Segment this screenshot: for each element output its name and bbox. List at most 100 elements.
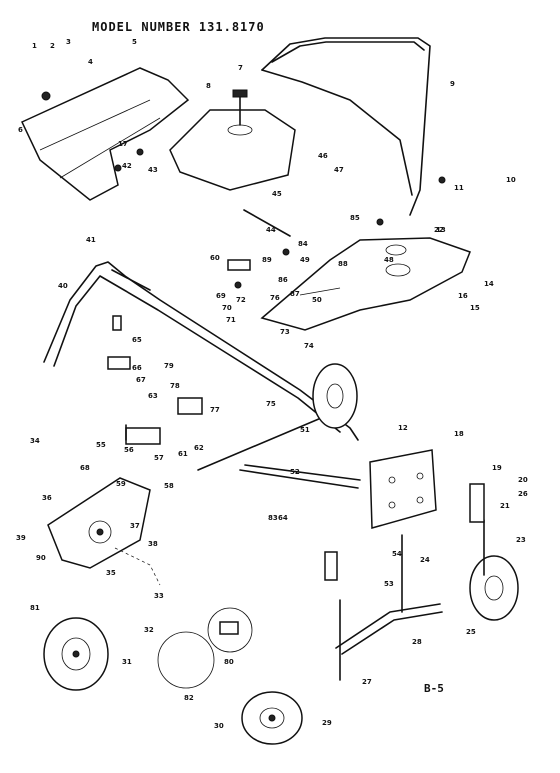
callout-27: 27: [362, 678, 372, 686]
callout-48: 48: [384, 256, 394, 264]
callout-80: 80: [224, 658, 234, 666]
callout-19: 19: [492, 464, 502, 472]
callout-6: 6: [18, 126, 23, 134]
callout-66: 66: [132, 364, 142, 372]
callout-59: 59: [116, 480, 126, 488]
callout-25: 25: [466, 628, 476, 636]
callout-49: 49: [300, 256, 310, 264]
seat-part: [169, 89, 296, 191]
callout-71: 71: [226, 316, 236, 324]
callout-33: 33: [154, 592, 164, 600]
callout-86: 86: [278, 276, 288, 284]
callout-54: 54: [392, 550, 402, 558]
handle-bar-part: [261, 37, 431, 216]
callout-74: 74: [304, 342, 314, 350]
callout-30: 30: [214, 722, 224, 730]
callout-4: 4: [88, 58, 93, 66]
front-wheel-bottom-part: [241, 691, 303, 745]
callout-21: 21: [500, 502, 510, 510]
callout-24: 24: [420, 556, 430, 564]
caster-arm-part: [335, 534, 443, 681]
callout-9: 9: [450, 80, 455, 88]
callout-1: 1: [32, 42, 37, 50]
callout-36: 36: [42, 494, 52, 502]
callout-8: 8: [206, 82, 211, 90]
callout-58: 58: [164, 482, 174, 490]
callout-73: 73: [280, 328, 290, 336]
callout-2: 2: [50, 42, 55, 50]
callout-12: 12: [398, 424, 408, 432]
callout-85: 85: [350, 214, 360, 222]
callout-13: 13: [436, 226, 446, 234]
callout-10: 10: [506, 176, 516, 184]
callout-72: 72: [236, 296, 246, 304]
callout-75: 75: [266, 400, 276, 408]
callout-69: 69: [216, 292, 226, 300]
callout-14: 14: [484, 280, 494, 288]
callout-70: 70: [222, 304, 232, 312]
callout-5: 5: [132, 38, 137, 46]
callout-7: 7: [238, 64, 243, 72]
callout-78: 78: [170, 382, 180, 390]
callout-79: 79: [164, 362, 174, 370]
callout-39: 39: [16, 534, 26, 542]
callout-67: 67: [136, 376, 146, 384]
callout-68: 68: [80, 464, 90, 472]
callout-42: 42: [122, 162, 132, 170]
callout-26: 26: [518, 490, 528, 498]
callout-53: 53: [384, 580, 394, 588]
top-cover-part: [20, 67, 190, 201]
callout-60: 60: [210, 254, 220, 262]
callout-15: 15: [470, 304, 480, 312]
callout-38: 38: [148, 540, 158, 548]
deck-plate-part: [260, 237, 471, 331]
callout-76: 76: [270, 294, 280, 302]
rear-wheel-part: [312, 363, 358, 429]
callout-82: 82: [184, 694, 194, 702]
callout-55: 55: [96, 441, 106, 449]
callout-88: 88: [338, 260, 348, 268]
callout-17: 17: [118, 140, 128, 148]
callout-37: 37: [130, 522, 140, 530]
callout-50: 50: [312, 296, 322, 304]
callout-41: 41: [86, 236, 96, 244]
callout-61: 61: [178, 450, 188, 458]
callout-63: 63: [148, 392, 158, 400]
callout-34: 34: [30, 437, 40, 445]
callout-3: 3: [66, 38, 71, 46]
drive-chain-part: [114, 547, 161, 586]
gearbox-plate-part: [369, 449, 437, 529]
callout-57: 57: [154, 454, 164, 462]
callout-47: 47: [334, 166, 344, 174]
callout-65: 65: [132, 336, 142, 344]
callout-89: 89: [262, 256, 272, 264]
callout-35: 35: [106, 569, 116, 577]
callout-77: 77: [210, 406, 220, 414]
callout-56: 56: [124, 446, 134, 454]
callout-11: 11: [454, 184, 464, 192]
callout-29: 29: [322, 719, 332, 727]
callout-20: 20: [518, 476, 528, 484]
callout-51: 51: [300, 426, 310, 434]
page-reference: B-5: [424, 682, 444, 695]
model-number-title: MODEL NUMBER 131.8170: [92, 20, 265, 34]
front-wheel-left-part: [43, 617, 109, 691]
callout-46: 46: [318, 152, 328, 160]
callout-64: 64: [278, 514, 288, 522]
callout-81: 81: [30, 604, 40, 612]
callout-32: 32: [144, 626, 154, 634]
drive-side-plate-part: [47, 477, 151, 569]
callout-43: 43: [148, 166, 158, 174]
callout-45: 45: [272, 190, 282, 198]
callout-23: 23: [516, 536, 526, 544]
callout-44: 44: [266, 226, 276, 234]
callout-31: 31: [122, 658, 132, 666]
callout-84: 84: [298, 240, 308, 248]
detail-insets: [157, 607, 253, 689]
axle-part: [197, 409, 361, 489]
callout-83: 83: [268, 514, 278, 522]
callout-90: 90: [36, 554, 46, 562]
callout-22: 22: [434, 226, 444, 234]
